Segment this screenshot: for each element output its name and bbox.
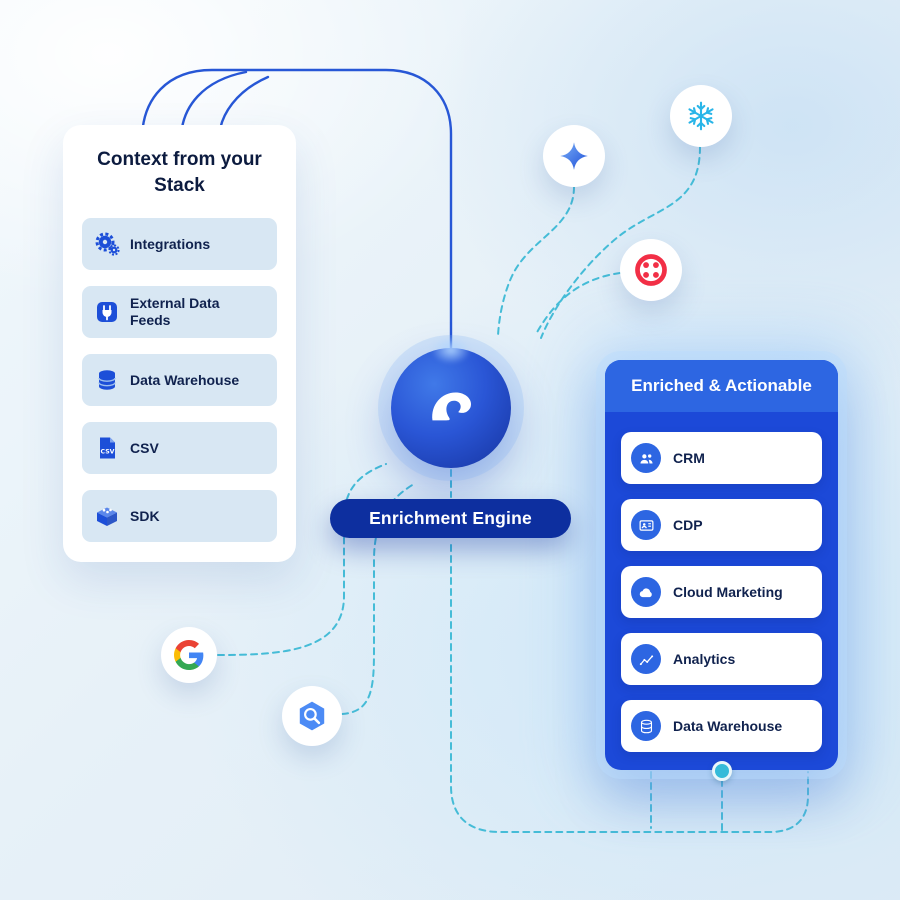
stack-item-data-warehouse: Data Warehouse (82, 354, 277, 407)
stack-item-label: CSV (130, 439, 159, 456)
sparkle-icon (560, 142, 588, 170)
output-item-label: Data Warehouse (673, 718, 783, 734)
google-icon (174, 640, 204, 670)
stack-item-label: Data Warehouse (130, 371, 240, 388)
stack-item-label: External Data Feeds (130, 294, 220, 329)
stack-item-csv: CSV CSV (82, 422, 277, 475)
snowflake-bubble (670, 85, 732, 147)
enriched-actionable-title: Enriched & Actionable (631, 376, 812, 395)
database-icon (631, 711, 661, 741)
bigquery-icon (299, 701, 325, 731)
enriched-actionable-panel: Enriched & Actionable CRM (605, 360, 838, 770)
swan-logo-icon (432, 392, 472, 421)
enriched-actionable-list: CRM CDP (605, 412, 838, 770)
snowflake-icon (688, 101, 714, 131)
crm-people-icon (631, 443, 661, 473)
twilio-bubble (620, 239, 682, 301)
output-item-cloud-marketing: Cloud Marketing (621, 566, 822, 618)
ai-sparkle-bubble (543, 125, 605, 187)
enrichment-engine-label: Enrichment Engine (369, 508, 532, 528)
cloud-icon (631, 577, 661, 607)
stack-item-integrations: Integrations (82, 218, 277, 271)
context-stack-panel: Context from your Stack Integrations Ext… (63, 125, 296, 563)
enriched-actionable-header: Enriched & Actionable (605, 360, 838, 412)
output-item-analytics: Analytics (621, 633, 822, 685)
output-item-label: CRM (673, 450, 705, 466)
google-bubble (161, 627, 217, 683)
enrichment-engine-pill: Enrichment Engine (330, 499, 571, 538)
output-item-cdp: CDP (621, 499, 822, 551)
context-stack-title: Context from your Stack (97, 149, 262, 196)
output-item-crm: CRM (621, 432, 822, 484)
svg-text:CSV: CSV (101, 449, 115, 456)
bigquery-bubble (282, 686, 342, 746)
cdp-card-icon (631, 510, 661, 540)
stack-item-label: Integrations (130, 235, 211, 252)
database-icon (98, 370, 116, 390)
csv-file-icon: CSV (100, 437, 115, 459)
stack-item-external-data-feeds: External Data Feeds (82, 286, 277, 339)
twilio-icon (635, 254, 667, 286)
enrichment-engine-node (391, 348, 511, 468)
sdk-box-icon (97, 507, 117, 527)
stack-item-sdk: SDK (82, 490, 277, 543)
connector-dot (712, 761, 732, 781)
output-item-data-warehouse: Data Warehouse (621, 700, 822, 752)
integrations-gears-icon (95, 232, 120, 256)
analytics-chart-icon (631, 644, 661, 674)
plug-icon (97, 302, 117, 323)
output-item-label: CDP (673, 517, 703, 533)
output-item-label: Analytics (673, 651, 736, 667)
output-item-label: Cloud Marketing (673, 584, 783, 600)
stack-item-label: SDK (130, 507, 160, 524)
